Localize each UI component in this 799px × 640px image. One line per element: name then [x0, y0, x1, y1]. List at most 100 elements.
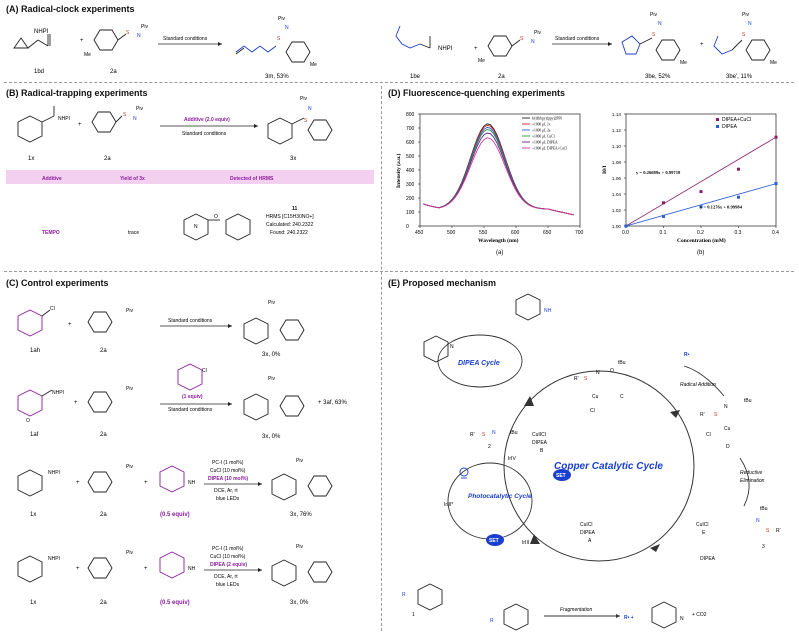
- chart-b-ytick: 1.04: [612, 192, 621, 197]
- svg-text:3be', 11%: 3be', 11%: [726, 74, 753, 80]
- chart-b-xtick: 0.3: [735, 230, 742, 236]
- svg-text:11: 11: [292, 206, 298, 212]
- svg-text:3x, 0%: 3x, 0%: [262, 352, 281, 358]
- svg-text:1be: 1be: [410, 74, 421, 80]
- svg-text:N: N: [748, 21, 752, 27]
- svg-text:tBu: tBu: [618, 360, 626, 366]
- svg-text:1af: 1af: [30, 432, 39, 438]
- chart-a-sublabel: (a): [496, 250, 503, 256]
- chart-b-ylabel: I0/I: [602, 165, 608, 174]
- chart-a-series-line: [423, 137, 574, 216]
- svg-text:HRMS [C15H30NO+]: HRMS [C15H30NO+]: [266, 214, 314, 220]
- chart-a-xtick: 550: [479, 230, 488, 236]
- chart-a-xtick: 450: [415, 230, 424, 236]
- molecule-1af: O NHPI: [17, 389, 64, 424]
- svg-text:+: +: [474, 46, 478, 52]
- svg-text:PC-I (1 mol%): PC-I (1 mol%): [212, 546, 244, 552]
- svg-text:1bd: 1bd: [34, 69, 44, 75]
- svg-text:3be, 52%: 3be, 52%: [645, 74, 671, 80]
- chart-b-point: [699, 205, 703, 209]
- svg-text:N: N: [133, 116, 137, 122]
- svg-text:tBu: tBu: [510, 430, 518, 436]
- molecule-1be: NHPI: [395, 25, 453, 52]
- chart-b-xlabel: Concentration (mM): [677, 237, 726, 244]
- chart-b-point: [774, 182, 778, 186]
- svg-text:2a: 2a: [100, 348, 107, 354]
- svg-text:(0.5 equiv): (0.5 equiv): [160, 512, 190, 518]
- svg-text:R• +: R• +: [624, 615, 634, 621]
- svg-text:CuICl: CuICl: [696, 522, 709, 528]
- nhpi-label: NHPI: [34, 29, 49, 35]
- chart-a-series-line: [423, 132, 574, 216]
- svg-text:N: N: [285, 25, 289, 31]
- svg-text:Piv: Piv: [268, 300, 275, 306]
- panel-b-scheme: NHPI + S N Piv Additive (2.0 equiv) Stan…: [6, 96, 374, 241]
- svg-text:1x: 1x: [28, 156, 34, 162]
- panel-a-title: (A) Radical-clock experiments: [6, 4, 135, 14]
- divider-a: [4, 82, 794, 83]
- chart-b-point: [662, 201, 665, 205]
- svg-text:E: E: [702, 530, 706, 536]
- svg-text:2a: 2a: [110, 69, 117, 75]
- svg-text:O: O: [214, 214, 218, 220]
- divider-bc: [4, 271, 794, 272]
- chart-b-sublabel: (b): [697, 250, 704, 256]
- svg-text:Cl: Cl: [590, 408, 595, 414]
- svg-text:2a: 2a: [100, 432, 107, 438]
- svg-text:DCE, Ar, rt: DCE, Ar, rt: [214, 574, 238, 580]
- chart-b-ytick: 1.12: [612, 128, 621, 133]
- divider-vertical: [381, 86, 382, 631]
- chart-a-legend-label: +1000 μL DIPEA: [532, 141, 558, 145]
- svg-text:NH: NH: [544, 308, 552, 314]
- svg-text:DIPEA: DIPEA: [700, 556, 716, 562]
- svg-text:SET: SET: [556, 473, 566, 479]
- svg-text:2a: 2a: [100, 512, 107, 518]
- svg-text:1x: 1x: [30, 600, 36, 606]
- molecule-2a: S N Piv Me: [84, 24, 148, 58]
- panel-a-scheme: NHPI + S N Piv Me Standard conditions S …: [13, 12, 777, 80]
- svg-text:N: N: [756, 518, 760, 524]
- svg-text:N: N: [596, 370, 600, 376]
- chart-b-legend-label: DIPEA: [722, 124, 738, 130]
- chart-a-legend-label: +1000 μL DIPEA+CuCl: [532, 147, 567, 151]
- svg-text:Me: Me: [310, 62, 317, 68]
- svg-text:Reductive: Reductive: [740, 470, 762, 476]
- chart-b-ytick: 1.10: [612, 144, 621, 149]
- chart-a-ytick: 800: [406, 112, 415, 118]
- svg-text:Piv: Piv: [742, 12, 749, 18]
- svg-text:+: +: [144, 566, 148, 572]
- svg-text:S: S: [766, 528, 770, 534]
- svg-text:NHPI: NHPI: [58, 116, 70, 122]
- svg-text:+: +: [700, 42, 704, 48]
- svg-text:Standard conditions: Standard conditions: [168, 318, 213, 324]
- molecule-2a-b: S N Piv Me: [478, 30, 541, 64]
- svg-text:DCE, Ar, rt: DCE, Ar, rt: [214, 488, 238, 494]
- chart-a-xtick: 600: [511, 230, 520, 236]
- svg-text:CuCl (10 mol%): CuCl (10 mol%): [210, 468, 246, 474]
- svg-text:Calculated: 240.2322: Calculated: 240.2322: [266, 222, 313, 228]
- svg-text:N: N: [137, 33, 141, 39]
- svg-text:2a: 2a: [100, 600, 107, 606]
- substrate-2: R' S N tBu 2: [470, 430, 518, 450]
- chart-b-xtick: 0.1: [660, 230, 667, 236]
- chart-a-ytick: 700: [406, 126, 415, 132]
- product-3be: S N Piv Me: [621, 12, 687, 66]
- svg-text:blue LEDs: blue LEDs: [216, 496, 240, 502]
- panel-e-title: (E) Proposed mechanism: [388, 278, 497, 288]
- svg-text:Piv: Piv: [296, 458, 303, 464]
- svg-text:Additive: Additive: [42, 176, 62, 182]
- svg-text:Standard conditions: Standard conditions: [168, 407, 213, 413]
- svg-text:B: B: [540, 448, 544, 454]
- svg-text:Cl: Cl: [50, 306, 55, 312]
- svg-text:S: S: [126, 30, 130, 36]
- svg-text:Me: Me: [680, 60, 687, 66]
- svg-text:Me: Me: [478, 58, 485, 64]
- panel-e-mechanism: Copper Catalytic Cycle DIPEA Cycle Photo…: [402, 293, 781, 631]
- svg-text:R': R': [574, 376, 579, 382]
- chart-a-xlabel: Wavelength (nm): [478, 237, 519, 244]
- svg-text:Additive (2.0 equiv): Additive (2.0 equiv): [184, 117, 230, 123]
- svg-text:+: +: [76, 566, 80, 572]
- svg-text:IrIII*: IrIII*: [444, 502, 453, 508]
- chart-b-fit-line: [625, 183, 777, 227]
- svg-text:S: S: [304, 118, 308, 124]
